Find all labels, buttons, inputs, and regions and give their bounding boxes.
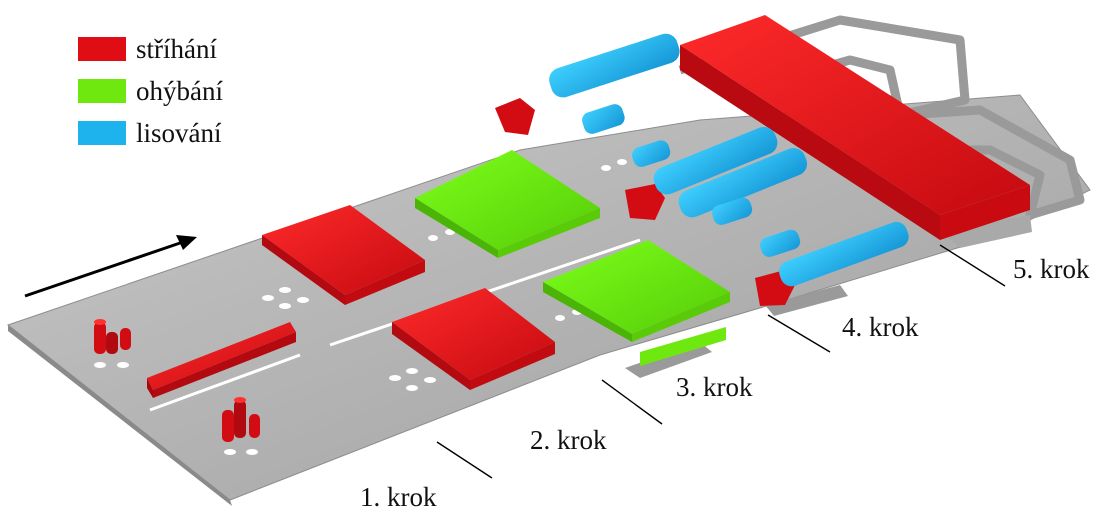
legend-item-shearing: stříhání: [78, 28, 223, 70]
legend-label-bending: ohýbání: [136, 75, 223, 106]
step-label-4: 4. krok: [842, 312, 919, 342]
pilot-pins-bottom: [222, 397, 260, 442]
legend-swatch-red: [78, 37, 126, 61]
legend-item-pressing: lisování: [78, 112, 223, 154]
legend-item-bending: ohýbání: [78, 70, 223, 112]
step-label-3: 3. krok: [676, 372, 753, 402]
step-label-2: 2. krok: [530, 425, 607, 455]
metal-strip: [6, 15, 1091, 506]
legend: stříhání ohýbání lisování: [78, 28, 223, 154]
legend-label-pressing: lisování: [136, 117, 222, 148]
shearing-tools: [94, 15, 1030, 442]
step-leader-lines: [436, 244, 1006, 479]
legend-swatch-green: [78, 79, 126, 103]
legend-swatch-blue: [78, 121, 126, 145]
bending-tools: [415, 150, 730, 342]
step-label-1: 1. krok: [360, 482, 437, 512]
feed-direction-arrow: [24, 235, 197, 298]
pressing-tools: [549, 33, 909, 287]
step-label-5: 5. krok: [1013, 254, 1090, 284]
pilot-pins-top: [94, 319, 131, 354]
legend-label-shearing: stříhání: [136, 33, 217, 64]
